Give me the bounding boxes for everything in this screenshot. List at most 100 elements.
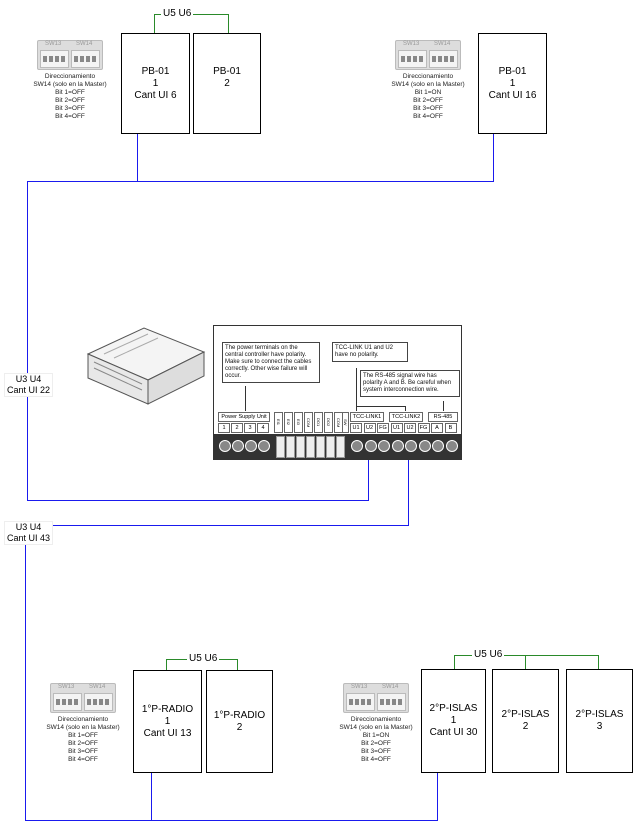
terminal-label: FG <box>417 423 430 433</box>
terminal-label: U1 <box>350 423 362 433</box>
screw-terminal-icon <box>405 440 417 452</box>
u5u6-wire <box>237 659 238 670</box>
note-tcc-link: TCC-LINK U1 and U2 have no polarity. <box>332 342 408 362</box>
io-terminal-icon <box>326 436 335 458</box>
screw-terminal-icon <box>219 440 231 452</box>
screw-terminal-icon <box>232 440 244 452</box>
u5u6-wire <box>154 14 155 33</box>
bit-setting: Bit 3=OFF <box>361 748 391 755</box>
dip-switch-icon: SW13 SW14 <box>395 40 461 70</box>
screw-terminal-icon <box>351 440 363 452</box>
bit-setting: Bit 3=OFF <box>68 748 98 755</box>
bus-name: U3 U4 <box>15 522 42 532</box>
screw-terminal-icon <box>391 440 404 452</box>
terminal-label: 2 <box>231 423 243 433</box>
io-terminal-icon <box>286 436 295 458</box>
u3u4-wire <box>25 820 438 821</box>
addressing-title: Direccionamiento <box>44 73 96 80</box>
screw-terminal-icon <box>445 440 458 452</box>
sw14-label: SW14 <box>382 684 399 690</box>
u5u6-wire <box>454 655 455 669</box>
u3u4-wire <box>27 500 369 501</box>
power-supply-label: Power Supply Unit <box>218 412 270 422</box>
addressing-text: Direccionamiento SW14 (solo en la Master… <box>331 716 421 764</box>
sw14-label: SW14 <box>434 41 451 47</box>
sw14-label: SW14 <box>76 41 93 47</box>
bus-name: U3 U4 <box>15 374 42 384</box>
terminal-label: EI1 <box>274 412 283 433</box>
bus-label: U5 U6 <box>472 649 505 660</box>
addressing-title: Direccionamiento <box>57 716 109 723</box>
terminal-label: EI2 <box>284 412 293 433</box>
addressing-subtitle: SW14 (solo en la Master) <box>391 81 465 88</box>
terminal-label: 4 <box>257 423 269 433</box>
u3u4-wire <box>437 772 438 820</box>
bit-setting: Bit 2=OFF <box>68 740 98 747</box>
indoor-unit-illustration <box>86 327 206 405</box>
u3u4-wire <box>27 181 28 500</box>
addressing-subtitle: SW14 (solo en la Master) <box>46 724 120 731</box>
terminal-label: DO2 <box>324 412 333 433</box>
unit-count: Cant UI 43 <box>7 533 51 543</box>
bit-setting: Bit 3=OFF <box>55 105 85 112</box>
u3u4-wire <box>408 455 409 525</box>
sw13-label: SW13 <box>403 41 420 47</box>
bit-setting: Bit 1=OFF <box>55 89 85 96</box>
u3u4-wire <box>40 525 409 526</box>
bit-setting: Bit 4=OFF <box>413 113 443 120</box>
bit-setting: Bit 1=ON <box>414 89 442 96</box>
addressing-subtitle: SW14 (solo en la Master) <box>33 81 107 88</box>
terminal-label: U2 <box>363 423 376 433</box>
terminal-label: A <box>431 423 443 433</box>
u3u4-wire <box>493 133 494 181</box>
rs485-label: RS-485 <box>428 412 458 422</box>
bit-setting: Bit 3=OFF <box>413 105 443 112</box>
sw-label: SW <box>342 412 349 433</box>
u5u6-wire <box>454 655 599 656</box>
u5u6-wire <box>525 655 526 669</box>
terminal-label: DO1 <box>314 412 323 433</box>
u3u4-wire <box>368 455 369 500</box>
terminal-label: 1 <box>218 423 230 433</box>
screw-terminal-icon <box>364 440 377 452</box>
bit-setting: Bit 2=OFF <box>413 97 443 104</box>
central-controller-terminal-diagram: The power terminals on the central contr… <box>213 325 462 460</box>
terminal-label: 3 <box>244 423 256 433</box>
bit-setting: Bit 4=OFF <box>68 756 98 763</box>
u3u4-wire <box>25 540 26 821</box>
sw14-label: SW14 <box>89 684 106 690</box>
tcc-link2-label: TCC-LINK2 <box>389 412 423 422</box>
sw13-label: SW13 <box>351 684 368 690</box>
terminal-label: U2 <box>404 423 416 433</box>
screw-terminal-icon <box>258 440 270 452</box>
io-terminal-icon <box>276 436 285 458</box>
addressing-title: Direccionamiento <box>402 73 454 80</box>
io-terminal-icon <box>306 436 315 458</box>
screw-terminal-icon <box>245 440 257 452</box>
addressing-text: Direccionamiento SW14 (solo en la Master… <box>38 716 128 764</box>
bit-setting: Bit 4=OFF <box>361 756 391 763</box>
screw-terminal-icon <box>418 440 431 452</box>
bit-setting: Bit 2=OFF <box>55 97 85 104</box>
screw-terminal-icon <box>432 440 444 452</box>
tcc-link1-label: TCC-LINK1 <box>350 412 384 422</box>
bit-setting: Bit 1=ON <box>362 732 390 739</box>
u3u4-wire <box>137 133 138 181</box>
terminal-label: U1 <box>390 423 403 433</box>
bit-setting: Bit 1=OFF <box>68 732 98 739</box>
unit-count: Cant UI 22 <box>7 385 51 395</box>
bit-setting: Bit 2=OFF <box>361 740 391 747</box>
dip-switch-icon: SW13 SW14 <box>343 683 409 713</box>
bit-setting: Bit 4=OFF <box>55 113 85 120</box>
addressing-title: Direccionamiento <box>350 716 402 723</box>
